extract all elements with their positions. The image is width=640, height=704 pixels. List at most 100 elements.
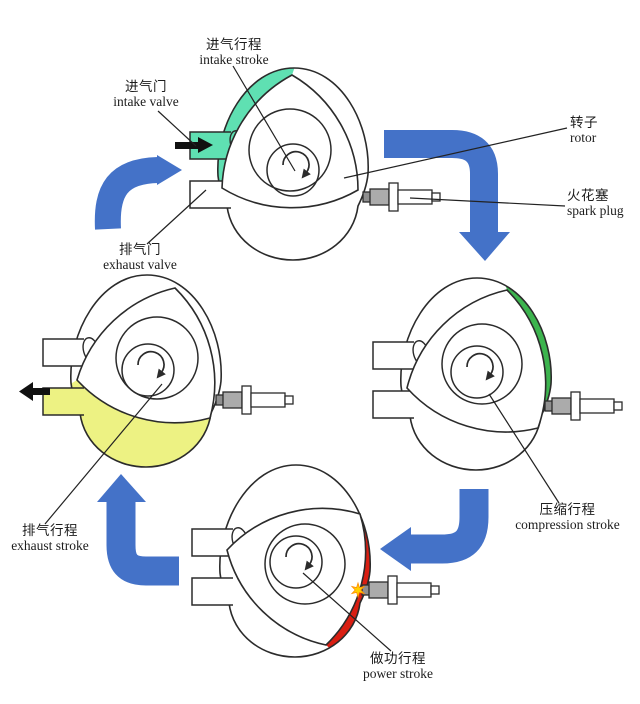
spark-plug-icon <box>361 575 440 605</box>
gas-in-head <box>198 137 213 153</box>
spark-plug-icon <box>362 182 441 212</box>
rotor <box>406 289 547 433</box>
housing-outline <box>219 464 371 658</box>
plug-insulator <box>397 189 433 205</box>
engine-exhaust-stroke <box>19 274 294 468</box>
rotor-bore-circle <box>441 323 523 405</box>
flow-arrow-compression-to-power <box>380 489 489 571</box>
flow-arrow-intake-to-compression-head <box>459 232 510 261</box>
leader-intake-valve <box>157 110 197 147</box>
eccentric-shaft-circle <box>450 345 504 399</box>
plug-hex-body <box>368 581 389 599</box>
flow-arrow-compression-to-power-body <box>409 489 489 564</box>
label-exhaust-valve: 排气门 exhaust valve <box>70 242 210 272</box>
ignition-spark-icon <box>350 581 366 599</box>
rotation-arrow-icon <box>282 150 311 179</box>
spark-plug-zh: 火花塞 <box>567 188 609 203</box>
intake-chamber-fill <box>217 68 303 204</box>
flow-arrow-exhaust-to-intake <box>94 155 182 230</box>
rotation-arrow-icon <box>466 352 495 381</box>
rotation-arrow-arc <box>466 352 494 376</box>
flow-arrow-power-to-exhaust-head <box>97 474 146 502</box>
leader-intake-stroke <box>232 65 296 172</box>
exhaust-port-duct <box>189 180 231 209</box>
label-power-stroke: 做功行程 power stroke <box>328 651 468 681</box>
plug-hex-body <box>222 391 243 409</box>
label-spark-plug: 火花塞 spark plug <box>567 188 640 218</box>
plug-insulator <box>396 582 432 598</box>
plug-flange <box>388 182 399 212</box>
rotation-arrow-head <box>304 560 314 571</box>
plug-hex-body <box>551 397 572 415</box>
engine-compression-stroke <box>372 277 623 471</box>
label-rotor: 转子 rotor <box>570 115 638 145</box>
rotor-bore-circle <box>264 523 346 605</box>
leader-compression-stroke <box>488 393 560 504</box>
flow-arrow-power-to-exhaust <box>97 474 179 586</box>
plug-flange <box>241 385 252 415</box>
exhaust-stroke-en: exhaust stroke <box>11 537 89 553</box>
eccentric-shaft-circle <box>121 343 175 397</box>
rotor-bore-circle <box>248 108 332 192</box>
rotation-arrow-icon <box>285 542 314 571</box>
label-exhaust-stroke: 排气行程 exhaust stroke <box>0 523 100 553</box>
label-intake-stroke: 进气行程 intake stroke <box>164 37 304 67</box>
leader-exhaust-valve <box>146 189 207 245</box>
flow-arrow-compression-to-power-head <box>380 527 411 571</box>
label-compression-stroke: 压缩行程 compression stroke <box>495 502 640 532</box>
leader-power-stroke <box>302 572 392 652</box>
plug-terminal-tip <box>613 401 623 411</box>
spark-plug-icon <box>544 391 623 421</box>
rotor-en: rotor <box>570 129 597 145</box>
gas-out-arrow-icon <box>19 382 50 401</box>
exhaust-port-duct <box>42 387 84 416</box>
rotation-arrow-icon <box>137 350 166 379</box>
intake-port-duct <box>191 528 233 557</box>
intake-valve-zh: 进气门 <box>125 79 167 94</box>
flow-arrow-intake-to-compression-body <box>384 130 498 234</box>
plug-insulator <box>250 392 286 408</box>
plug-terminal-tip <box>284 395 294 405</box>
rotor <box>221 74 359 209</box>
rotation-arrow-head <box>156 368 166 379</box>
engine-power-stroke <box>191 464 440 658</box>
rotor-bore-circle <box>115 316 199 400</box>
plug-terminal-tip <box>431 192 441 202</box>
intake-stroke-en: intake stroke <box>199 51 269 67</box>
leader-exhaust-stroke <box>44 383 163 525</box>
plug-flange <box>387 575 398 605</box>
exhaust-port-duct <box>372 390 414 419</box>
compression-chamber-fill <box>496 278 552 454</box>
exhaust-valve-en: exhaust valve <box>103 256 177 272</box>
exhaust-chamber-fill <box>70 380 222 467</box>
leader-rotor <box>343 127 568 179</box>
flow-arrow-exhaust-to-intake-body <box>94 157 159 230</box>
rotor <box>76 287 216 424</box>
plug-hex-body <box>369 188 390 206</box>
leader-spark-plug <box>409 197 566 207</box>
plug-flange <box>570 391 581 421</box>
gas-out-shaft <box>33 388 50 395</box>
rotation-arrow-head <box>301 168 311 179</box>
housing-outline <box>217 67 369 261</box>
flow-arrow-power-to-exhaust-body <box>106 500 179 586</box>
gas-out-head <box>19 382 33 401</box>
exhaust-stroke-zh: 排气行程 <box>22 523 78 538</box>
rotation-arrow-arc <box>282 150 310 174</box>
intake-valve-en: intake valve <box>113 93 179 109</box>
exhaust-port-duct <box>191 577 233 606</box>
compression-stroke-en: compression stroke <box>515 516 620 532</box>
intake-port-duct <box>372 341 414 370</box>
exhaust-valve-zh: 排气门 <box>119 242 161 257</box>
power-stroke-en: power stroke <box>362 665 434 681</box>
flow-arrow-intake-to-compression <box>384 130 510 261</box>
spark-plug-icon <box>215 385 294 415</box>
plug-insulator <box>579 398 615 414</box>
gas-in-shaft <box>175 142 198 149</box>
rotation-arrow-arc <box>137 350 165 374</box>
plug-terminal-tip <box>430 585 440 595</box>
flow-arrow-exhaust-to-intake-head <box>157 155 182 185</box>
rotor-zh: 转子 <box>570 115 598 130</box>
rotation-arrow-arc <box>285 542 313 566</box>
